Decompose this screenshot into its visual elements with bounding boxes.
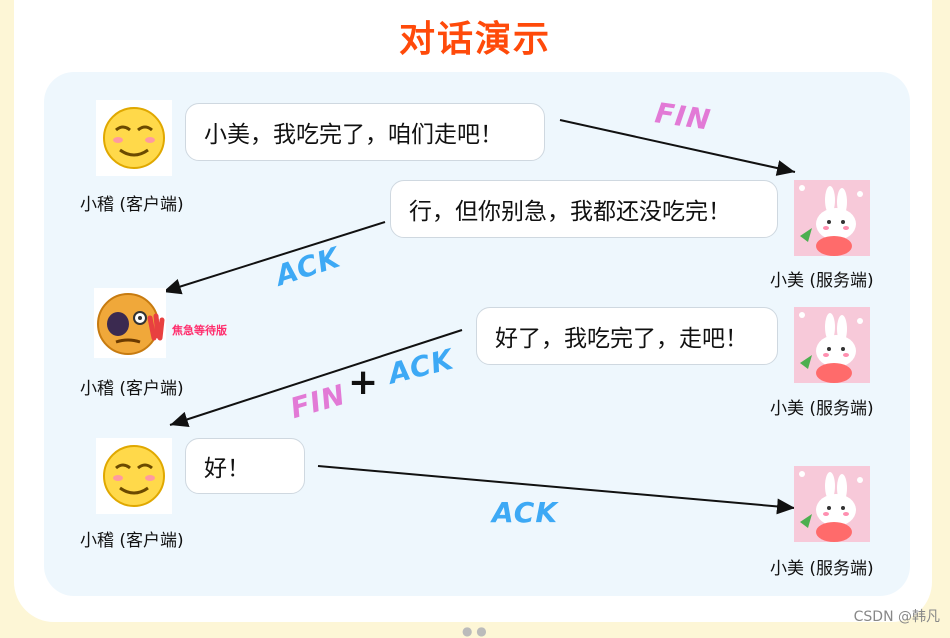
client-caption-2: 小稽 (客户端)	[80, 379, 184, 399]
page-title: 对话演示	[398, 19, 551, 60]
page-dots: ● ●	[462, 624, 487, 638]
server-avatar-2	[794, 307, 870, 387]
smirk-emoji-icon	[96, 438, 172, 514]
client-caption-1: 小稽 (客户端)	[80, 195, 184, 215]
message-bubble-2: 行，但你别急，我都还没吃完！	[390, 180, 778, 238]
smirk-emoji-icon	[96, 100, 172, 176]
server-caption-3: 小美 (服务端)	[770, 559, 874, 579]
anxious-emoji-icon	[94, 288, 166, 358]
message-bubble-3: 好了，我吃完了，走吧！	[476, 307, 778, 365]
ack-label-3: ACK	[492, 496, 559, 529]
server-avatar-3	[794, 466, 870, 546]
plus-sign: +	[348, 362, 379, 403]
arrow-ack-2	[317, 465, 796, 515]
client-avatar-3	[96, 438, 172, 518]
server-avatar-1	[794, 180, 870, 260]
watermark: CSDN @韩凡	[853, 609, 940, 625]
arrow-ack-1	[162, 221, 386, 295]
server-caption-2: 小美 (服务端)	[770, 399, 874, 419]
arrow-fin-ack	[169, 329, 463, 428]
pink-bunny-icon	[794, 180, 870, 256]
message-bubble-1: 小美，我吃完了，咱们走吧！	[185, 103, 545, 161]
client-avatar-1	[96, 100, 172, 180]
client-caption-3: 小稽 (客户端)	[80, 531, 184, 551]
anxious-tag: 焦急等待版	[172, 324, 227, 337]
client-avatar-anxious	[94, 288, 166, 362]
arrow-fin-1	[559, 119, 796, 176]
pink-bunny-icon	[794, 307, 870, 383]
pink-bunny-icon	[794, 466, 870, 542]
server-caption-1: 小美 (服务端)	[770, 271, 874, 291]
message-bubble-4: 好！	[185, 438, 305, 494]
